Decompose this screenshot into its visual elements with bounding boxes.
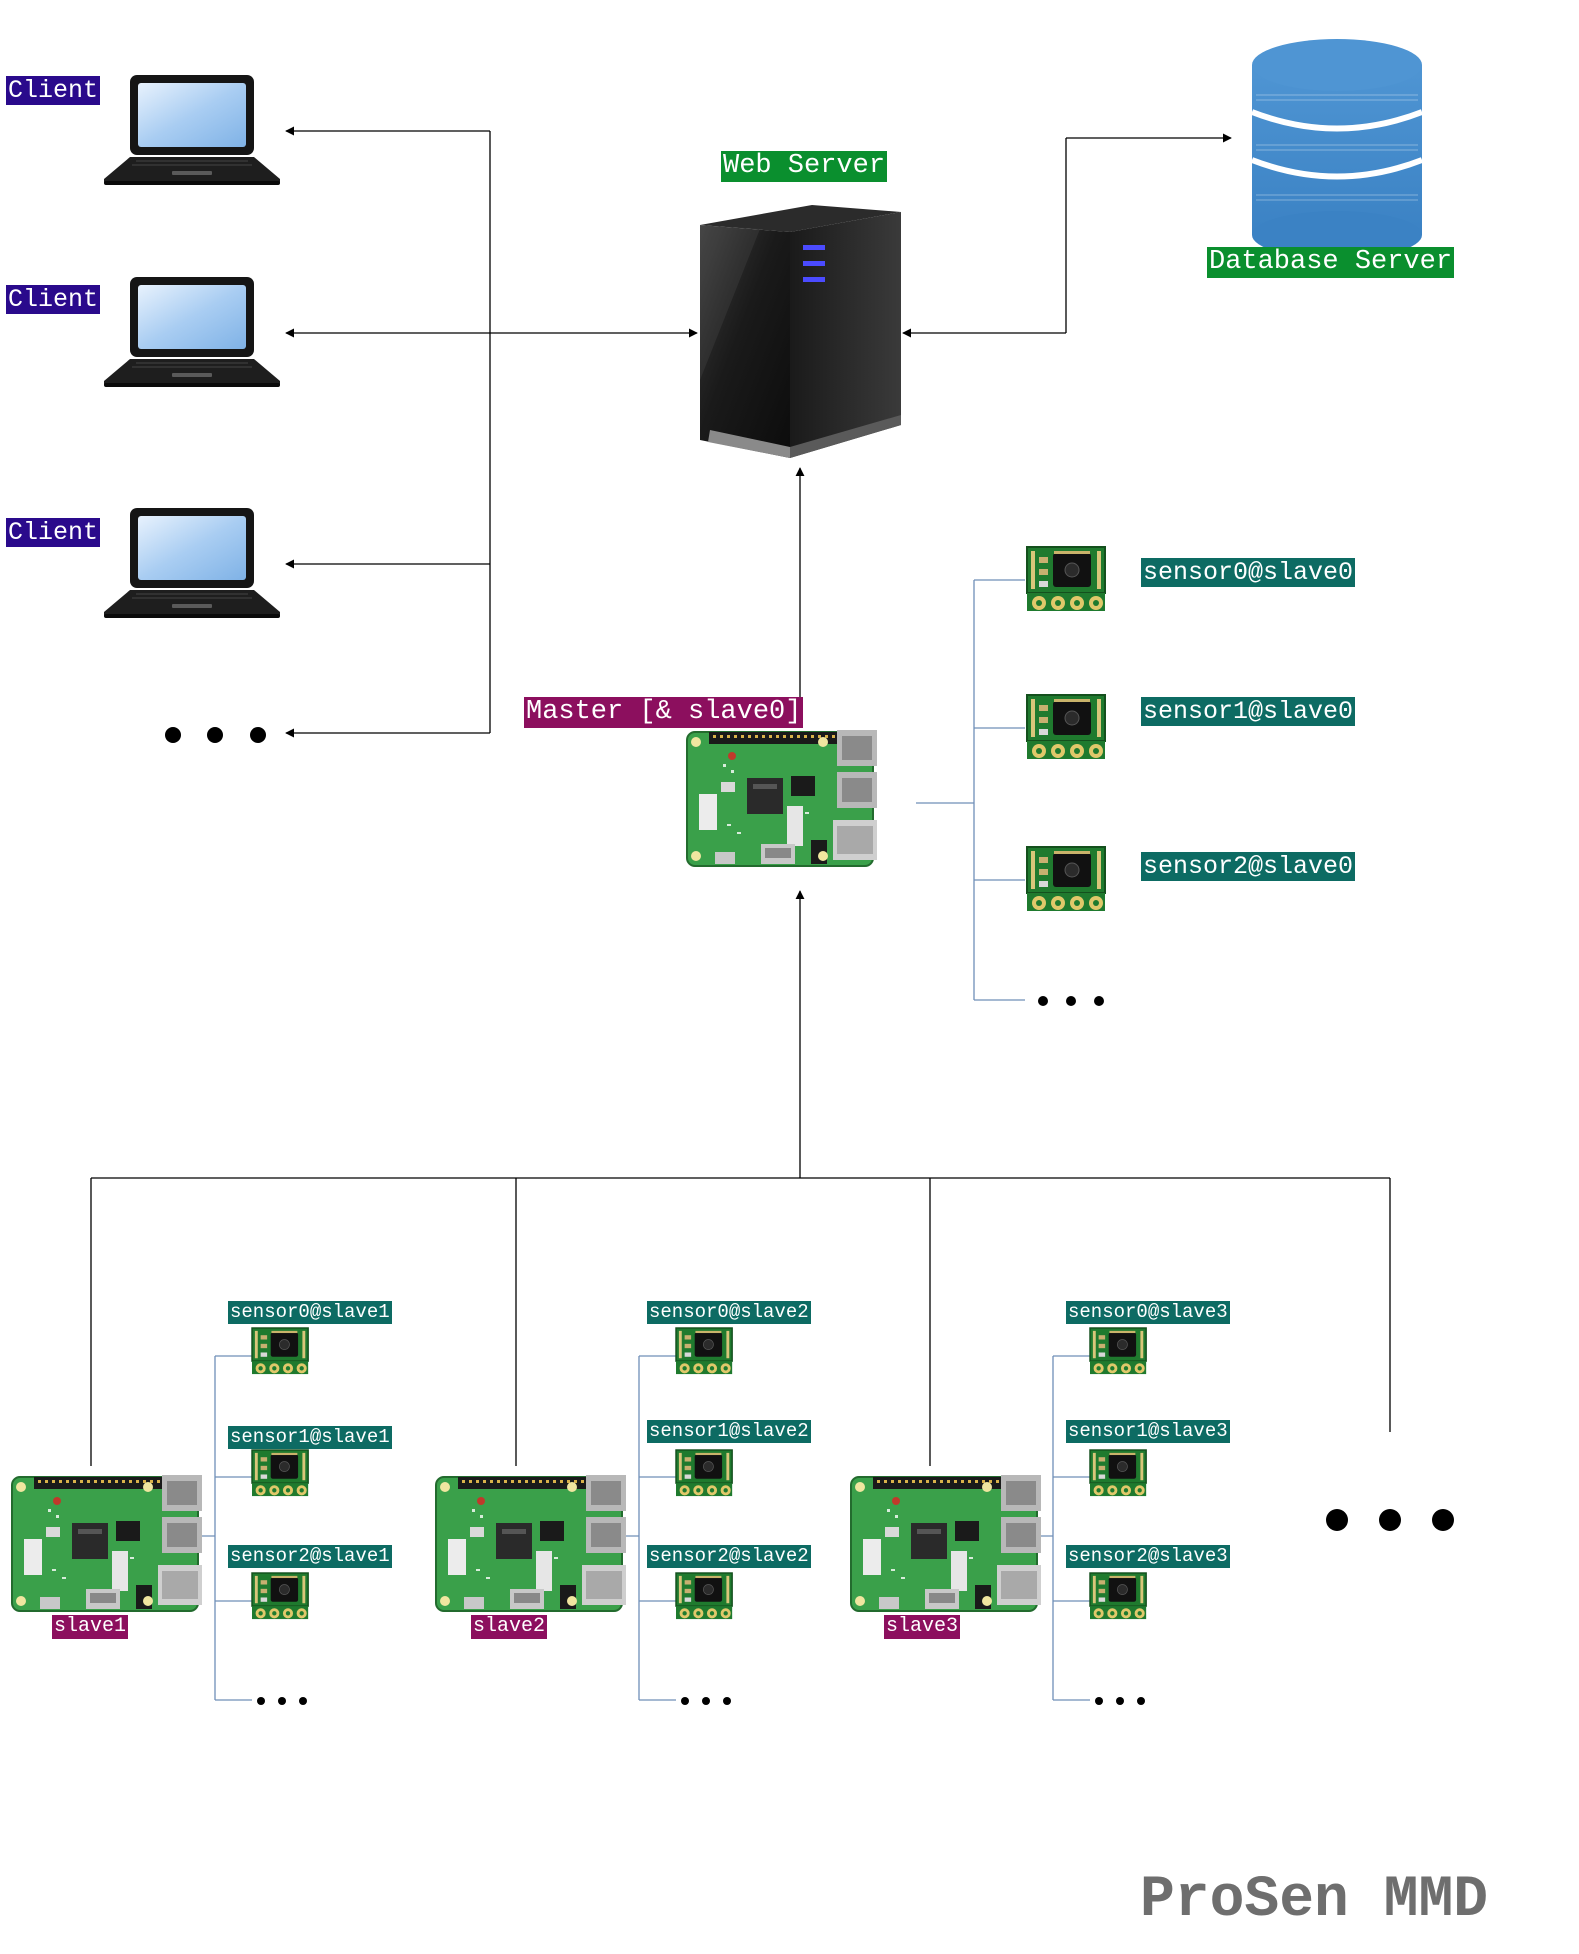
sensor-chip-icon <box>675 1572 733 1620</box>
master-label: Master [& slave0] <box>524 697 804 728</box>
sensor-label: sensor2@slave0 <box>1141 852 1356 881</box>
more-slaves-ellipsis <box>1326 1509 1454 1531</box>
sensor-chip-icon <box>675 1449 733 1497</box>
sensor-label: sensor1@slave1 <box>228 1426 392 1449</box>
slave-label: slave2 <box>471 1615 548 1639</box>
laptop-icon <box>103 507 281 619</box>
slave2-sensor-connectors <box>600 1355 676 1701</box>
database-server-label: Database Server <box>1207 247 1455 278</box>
laptop-icon <box>103 276 281 388</box>
sensor-chip-icon <box>1089 1449 1147 1497</box>
more-sensors-ellipsis <box>257 1697 307 1705</box>
sensor-label: sensor1@slave0 <box>1141 697 1356 726</box>
sensor-chip-icon <box>1026 846 1106 912</box>
sensor-label: sensor0@slave1 <box>228 1301 392 1324</box>
sensor-label: sensor2@slave3 <box>1066 1545 1230 1568</box>
sensor-label: sensor1@slave2 <box>647 1420 811 1443</box>
client-label: Client <box>6 518 101 547</box>
sensor-chip-icon <box>1089 1572 1147 1620</box>
web-server-label: Web Server <box>721 151 888 182</box>
client-label: Client <box>6 76 101 105</box>
database-connector <box>902 133 1232 338</box>
client-label: Client <box>6 285 101 314</box>
master-sensor-connectors <box>916 579 1025 1001</box>
more-clients-ellipsis <box>165 727 266 743</box>
sensor-chip-icon <box>1026 546 1106 612</box>
sensor-label: sensor1@slave3 <box>1066 1420 1230 1443</box>
client-connectors <box>285 126 698 738</box>
raspberry-pi-icon <box>435 1474 627 1612</box>
slave-label: slave1 <box>52 1615 129 1639</box>
sensor-chip-icon <box>1026 694 1106 760</box>
brand-wordmark: ProSen MMD <box>1140 1868 1489 1933</box>
sensor-chip-icon <box>251 1449 309 1497</box>
laptop-icon <box>103 74 281 186</box>
sensor-label: sensor0@slave3 <box>1066 1301 1230 1324</box>
raspberry-pi-icon <box>850 1474 1042 1612</box>
database-icon <box>1250 39 1424 259</box>
more-sensors-ellipsis <box>1095 1697 1145 1705</box>
more-sensors-ellipsis <box>681 1697 731 1705</box>
sensor-label: sensor0@slave2 <box>647 1301 811 1324</box>
raspberry-pi-icon <box>11 1474 203 1612</box>
sensor-label: sensor2@slave2 <box>647 1545 811 1568</box>
slave-connectors <box>90 890 1391 1466</box>
slave-label: slave3 <box>884 1615 961 1639</box>
sensor-chip-icon <box>675 1327 733 1375</box>
sensor-chip-icon <box>251 1327 309 1375</box>
more-sensors-ellipsis <box>1038 996 1104 1006</box>
sensor-chip-icon <box>251 1572 309 1620</box>
sensor-chip-icon <box>1089 1327 1147 1375</box>
sensor-label: sensor2@slave1 <box>228 1545 392 1568</box>
sensor-label: sensor0@slave0 <box>1141 558 1356 587</box>
server-tower-icon <box>700 205 901 458</box>
raspberry-pi-icon <box>686 729 878 867</box>
